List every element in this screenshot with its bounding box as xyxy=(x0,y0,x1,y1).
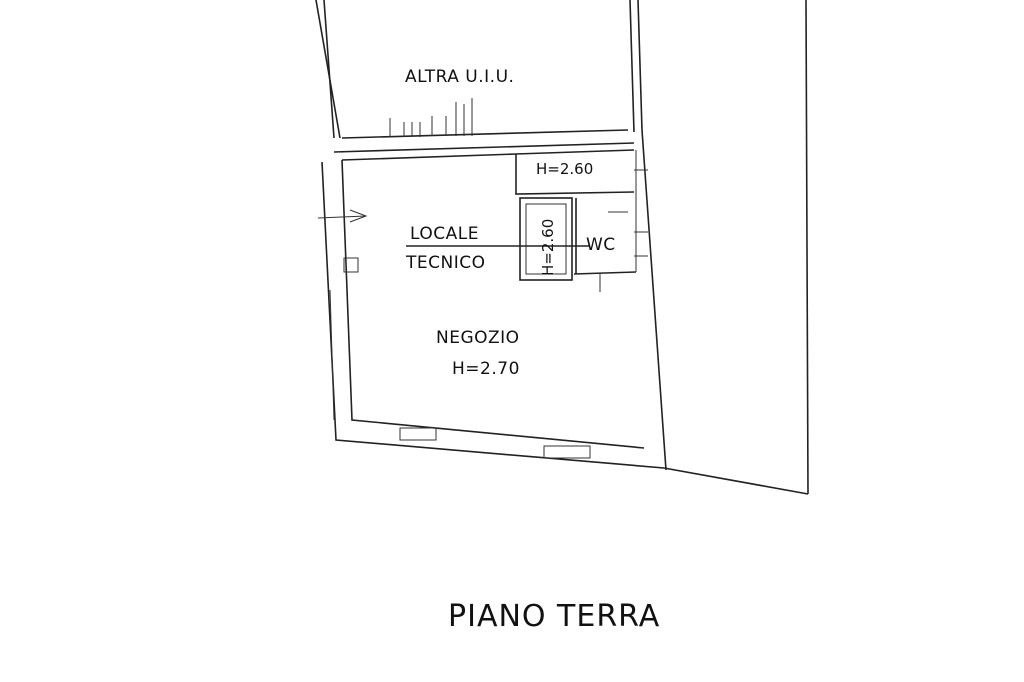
tech-room-label-line2: TECNICO xyxy=(405,253,485,273)
tech-room-label-line1: LOCALE xyxy=(410,224,479,244)
other-unit-label: ALTRA U.I.U. xyxy=(405,67,514,87)
tech-room-height-label: H=2.60 xyxy=(539,219,557,276)
shop-height-label: H=2.70 xyxy=(452,359,520,379)
service-rooms-walls xyxy=(406,149,648,292)
shop-walls xyxy=(317,153,809,495)
shop-label: NEGOZIO xyxy=(436,328,520,348)
wc-height-label: H=2.60 xyxy=(536,160,593,178)
other-unit-walls xyxy=(315,0,643,153)
floor-title: PIANO TERRA xyxy=(448,599,660,634)
right-boundary xyxy=(641,0,809,495)
wc-label: WC xyxy=(586,235,616,255)
